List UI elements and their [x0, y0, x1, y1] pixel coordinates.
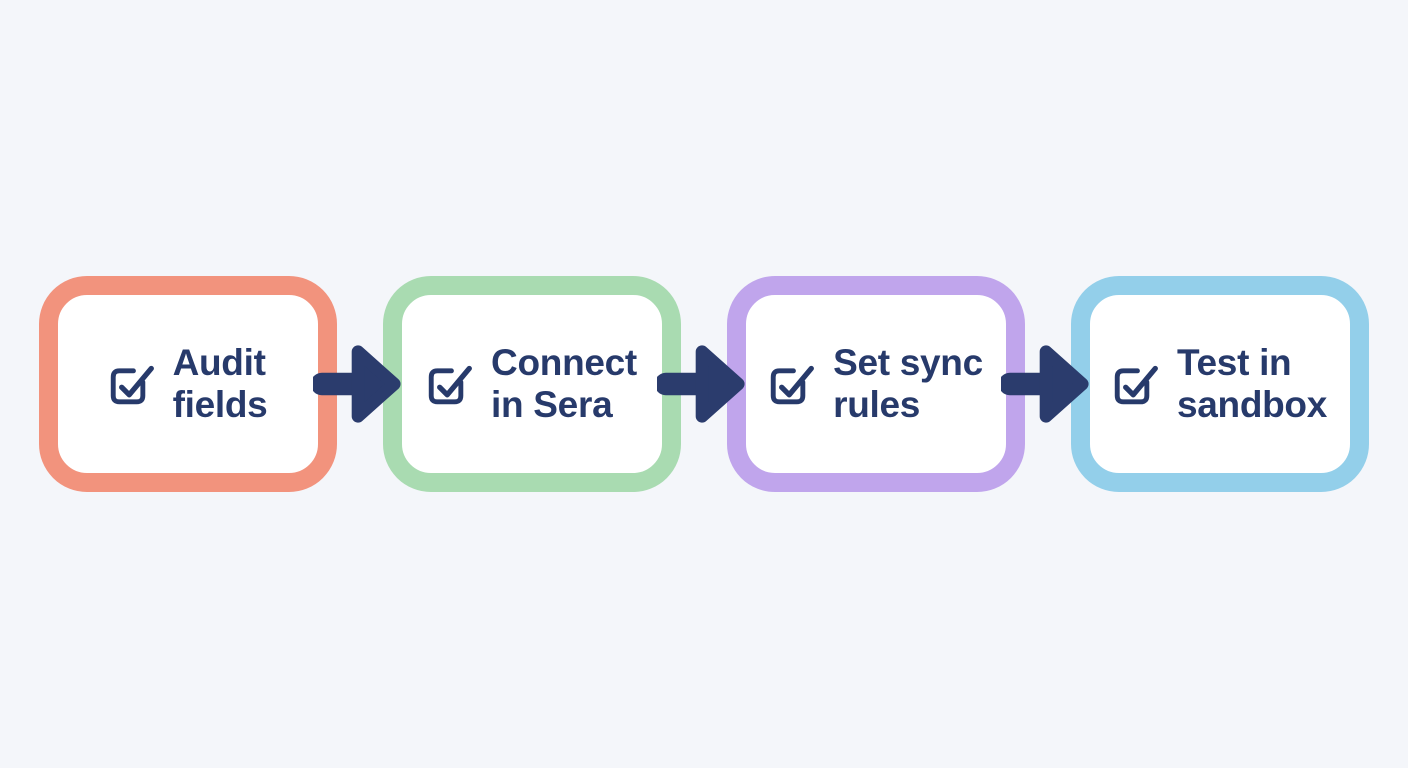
- step-label-line1: Test in: [1176, 341, 1292, 383]
- step-label-line1: Audit: [172, 341, 266, 383]
- step-label-line2: sandbox: [1176, 384, 1328, 425]
- step-label-line1: Set sync: [833, 341, 983, 383]
- step-box-test-in-sandbox: Test in sandbox: [1071, 276, 1369, 492]
- step-box-set-sync-rules: Set sync rules: [727, 276, 1025, 492]
- step-label: Audit fields: [173, 342, 268, 426]
- checkbox-check-icon: [769, 362, 816, 406]
- step-label-line1: Connect: [491, 341, 637, 383]
- step-label-line2: rules: [833, 384, 921, 425]
- step-label: Set sync rules: [833, 342, 983, 426]
- step-box-connect-in-sera: Connect in Sera: [383, 276, 681, 492]
- step-label-line2: in Sera: [491, 384, 613, 425]
- checkbox-check-icon: [109, 362, 156, 406]
- step-label: Test in sandbox: [1177, 342, 1327, 426]
- arrow-right-icon: [1001, 340, 1095, 428]
- arrow-right-icon: [313, 340, 407, 428]
- step-label: Connect in Sera: [491, 342, 637, 426]
- checkbox-check-icon: [1113, 362, 1160, 406]
- arrow-right-icon: [657, 340, 751, 428]
- flow-diagram: Audit fields Connect in Sera: [0, 276, 1408, 492]
- step-label-line2: fields: [172, 384, 268, 425]
- checkbox-check-icon: [427, 362, 474, 406]
- step-box-audit-fields: Audit fields: [39, 276, 337, 492]
